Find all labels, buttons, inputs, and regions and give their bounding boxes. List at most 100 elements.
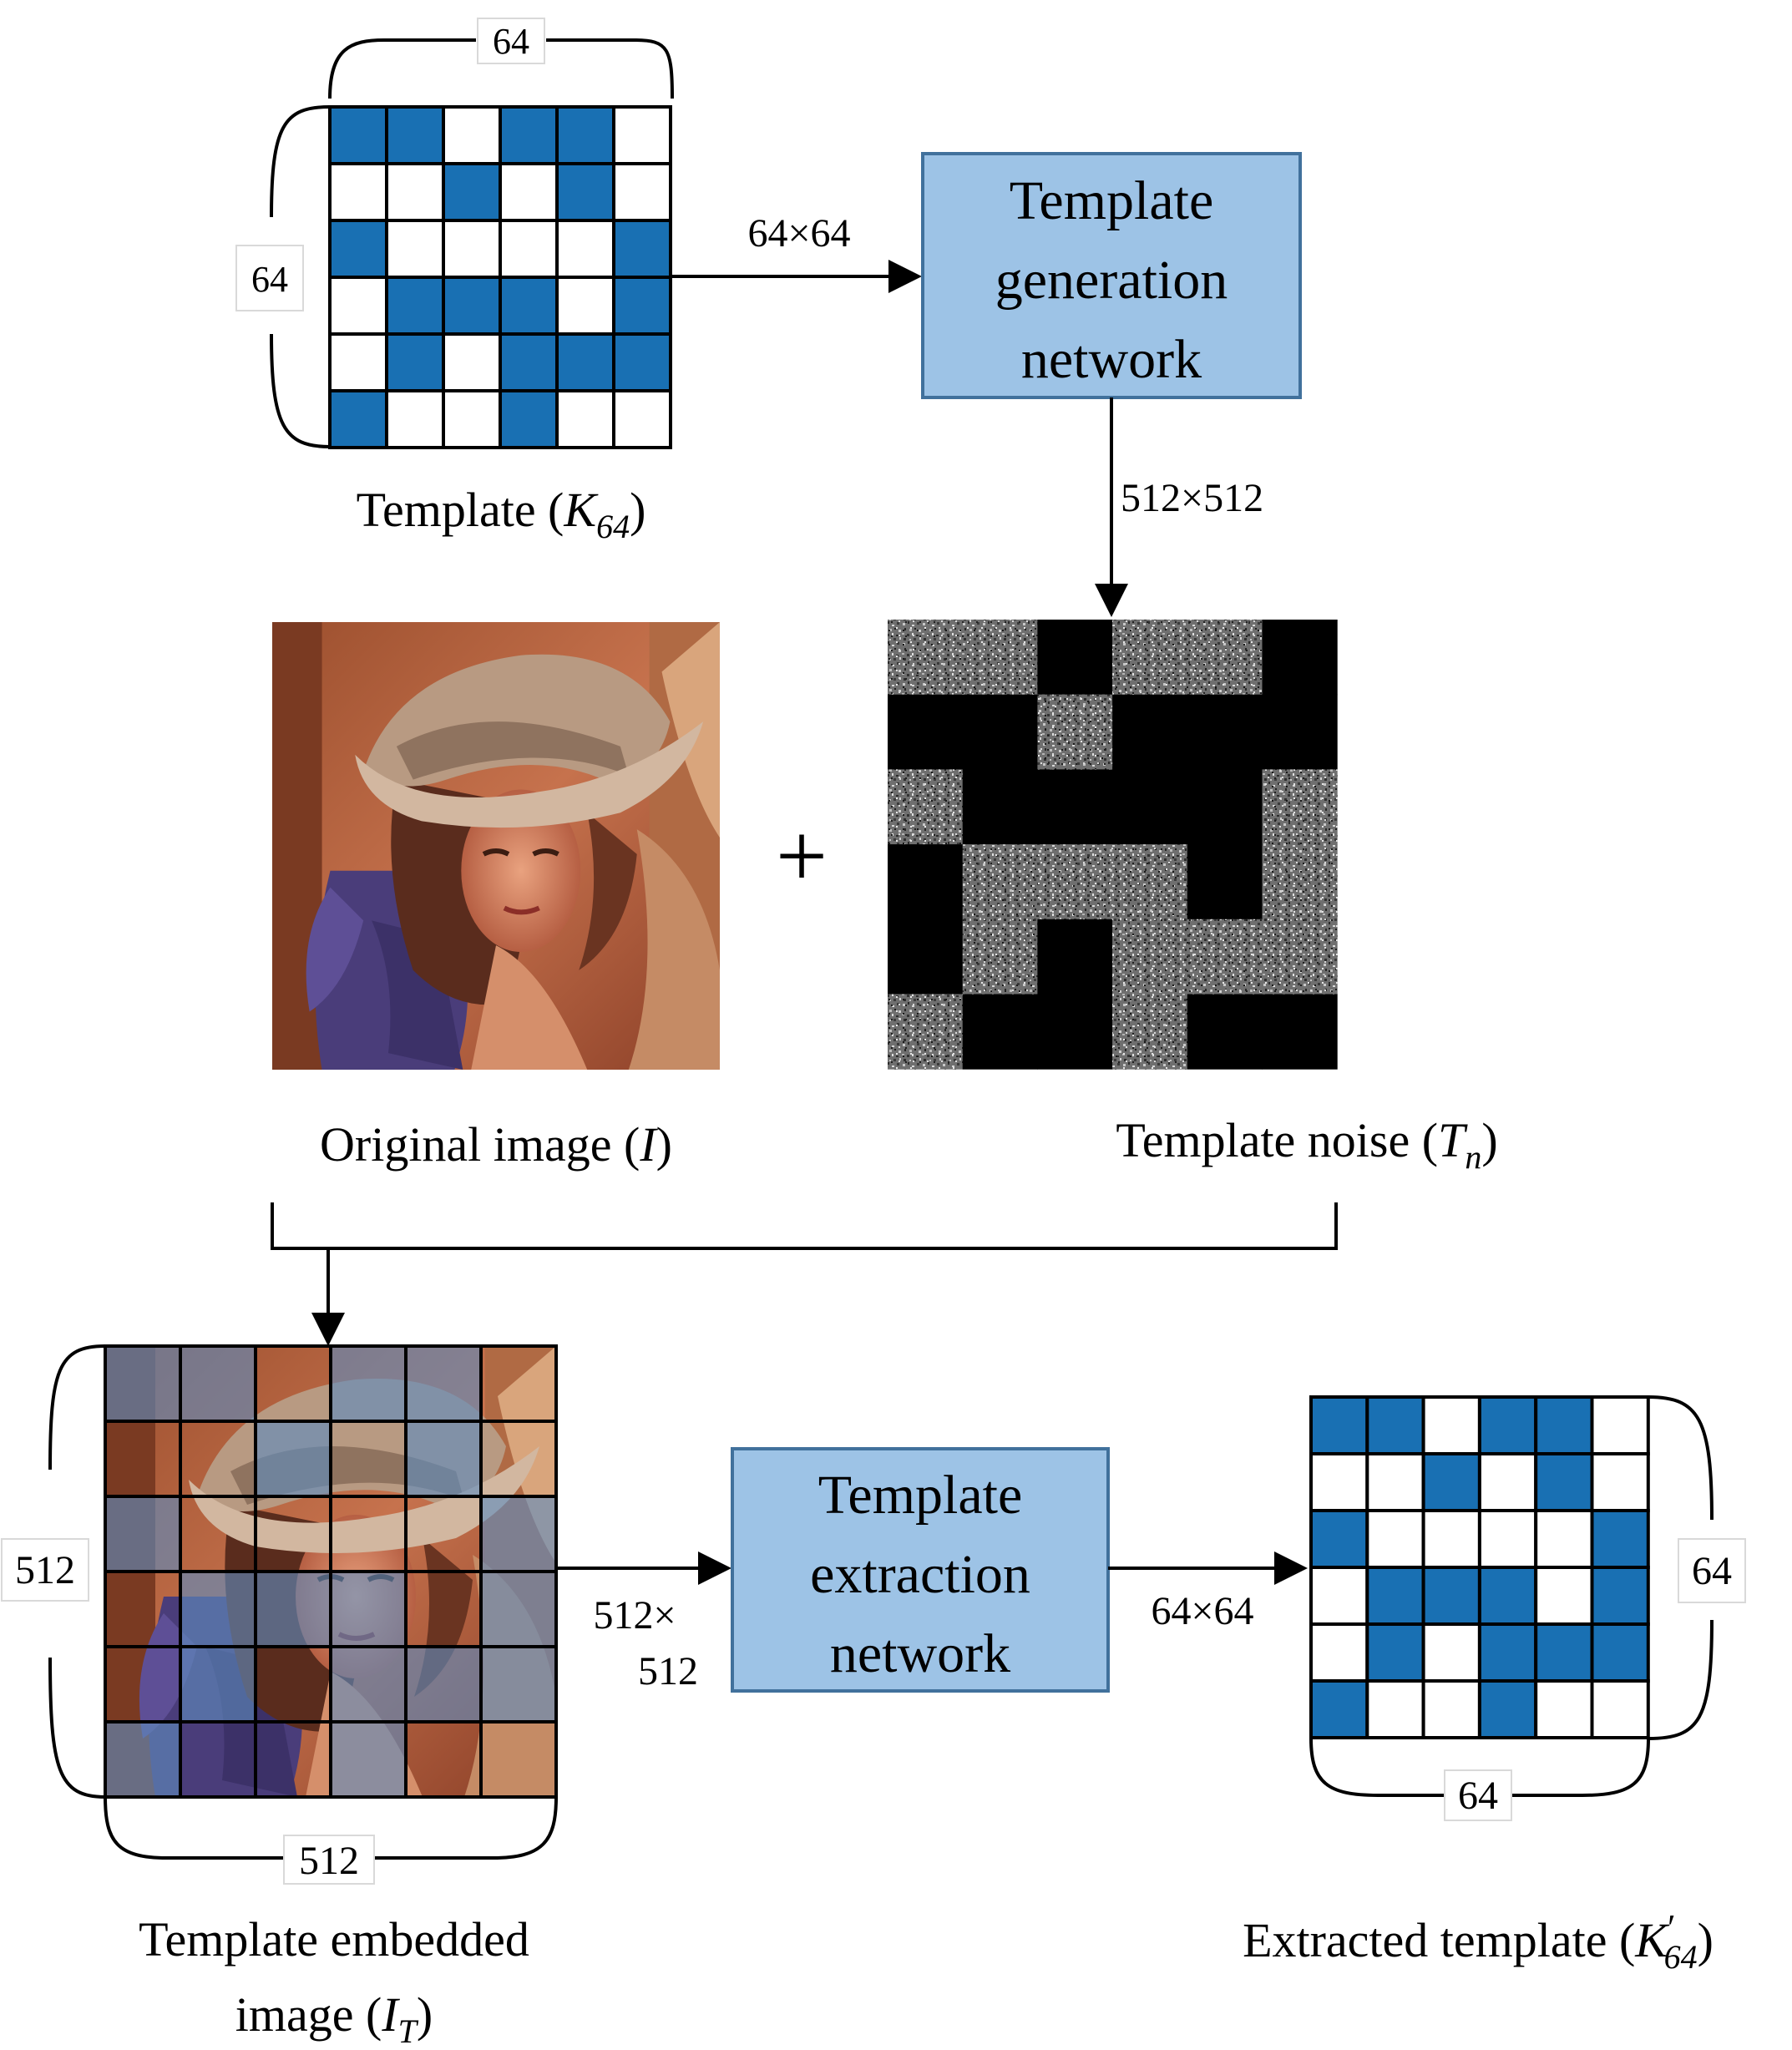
extracted-cell-2-0	[1309, 1509, 1369, 1569]
noise-cell-texture-3-5	[1262, 844, 1338, 920]
noise-cell-texture-0-4	[1187, 620, 1263, 696]
noise-cell-texture-2-5	[1262, 769, 1338, 845]
template-cell-5-3	[499, 389, 559, 449]
noise-cell-1-3	[1112, 694, 1188, 770]
embedded-cell-2-3	[329, 1495, 408, 1573]
template-cell-3-2	[442, 276, 502, 336]
extracted-height-brace	[1648, 1395, 1714, 1740]
template-noise-caption: Template noise (Tn)	[1116, 1113, 1497, 1176]
extracted-cell-2-2	[1421, 1509, 1481, 1569]
extracted-cell-3-3	[1477, 1566, 1538, 1626]
template-cell-3-0	[328, 276, 388, 336]
extracted-cell-5-4	[1534, 1679, 1594, 1739]
extracted-cell-1-5	[1590, 1452, 1650, 1512]
template-cell-2-2	[442, 219, 502, 279]
noise-cell-1-5	[1262, 694, 1338, 770]
input-template: 64 64 Template (K64)	[235, 18, 674, 545]
template-width-label: 64	[493, 21, 529, 62]
extracted-cell-3-5	[1590, 1566, 1650, 1626]
embedded-cell-4-4	[404, 1645, 483, 1724]
noise-cell-0-2	[1037, 620, 1113, 696]
noise-cell-texture-1-2	[1037, 694, 1113, 770]
noise-cell-texture-3-1	[962, 844, 1038, 920]
arrow-label-64x64-output: 64×64	[1151, 1589, 1253, 1633]
embedded-cell-2-5	[479, 1495, 558, 1573]
noise-cell-1-4	[1187, 694, 1263, 770]
template-height-label: 64	[251, 259, 288, 300]
noise-cell-3-4	[1187, 844, 1263, 920]
noise-cell-texture-0-1	[962, 620, 1038, 696]
arrow-label-512x512: 512×512	[1121, 476, 1263, 520]
embedded-cell-0-2	[254, 1344, 332, 1423]
embedded-cell-0-3	[329, 1344, 408, 1423]
noise-cell-0-5	[1262, 620, 1338, 696]
arrow-label-64x64: 64×64	[747, 211, 850, 256]
arrow-label-512x-line2: 512	[638, 1649, 698, 1693]
extracted-template-caption: Extracted template (K′64)	[1243, 1907, 1714, 1976]
embedded-cell-2-4	[404, 1495, 483, 1573]
template-embedded-image: 512 512 Template embedded image (IT)	[1, 1344, 558, 2050]
noise-cell-5-5	[1262, 994, 1338, 1070]
extracted-height-label-box	[1678, 1538, 1746, 1603]
template-cell-1-5	[612, 162, 672, 222]
embedded-cell-5-3	[329, 1720, 408, 1799]
extracted-cell-4-0	[1309, 1622, 1369, 1683]
extracted-cell-0-5	[1590, 1395, 1650, 1455]
original-image: Original image (I)	[272, 622, 720, 1172]
extracted-cell-5-1	[1365, 1679, 1425, 1739]
extracted-cell-3-1	[1365, 1566, 1425, 1626]
extracted-cell-2-5	[1590, 1509, 1650, 1569]
extracted-template: 64 64 Extracted template (K′64)	[1243, 1395, 1746, 1976]
template-cell-1-1	[385, 162, 445, 222]
template-cell-3-5	[612, 276, 672, 336]
embedded-cell-4-5	[479, 1645, 558, 1724]
embedded-caption-line2: image (IT)	[235, 1987, 433, 2050]
generation-network-box	[921, 152, 1302, 399]
height-brace	[270, 105, 331, 448]
extracted-cell-3-4	[1534, 1566, 1594, 1626]
embedded-width-label: 512	[299, 1839, 359, 1883]
extracted-cell-1-2	[1421, 1452, 1481, 1512]
extracted-cell-3-0	[1309, 1566, 1369, 1626]
template-caption: Template (K64)	[357, 483, 646, 545]
width-label-box	[477, 18, 545, 64]
extracted-cell-4-4	[1534, 1622, 1594, 1683]
noise-cell-texture-4-1	[962, 919, 1038, 995]
template-cell-2-0	[328, 219, 388, 279]
noise-cell-2-4	[1187, 769, 1263, 845]
plus-sign: +	[776, 805, 828, 907]
height-label-box	[235, 245, 304, 311]
width-brace-right	[546, 38, 674, 99]
embedded-width-brace	[104, 1796, 558, 1860]
noise-cell-texture-2-0	[888, 769, 964, 845]
embedded-cell-1-5	[479, 1420, 558, 1498]
extracted-height-label: 64	[1692, 1549, 1732, 1593]
embedded-height-label: 512	[15, 1548, 75, 1592]
template-cell-1-0	[328, 162, 388, 222]
embedded-cell-0-1	[179, 1344, 257, 1423]
extracted-cell-5-5	[1590, 1679, 1650, 1739]
embedded-overlay-grid	[104, 1344, 558, 1799]
noise-cell-texture-5-0	[888, 994, 964, 1070]
extracted-cell-3-2	[1421, 1566, 1481, 1626]
embedded-cell-4-1	[179, 1645, 257, 1724]
embedded-caption-line1: Template embedded	[139, 1912, 529, 1966]
template-cell-4-5	[612, 332, 672, 392]
noise-cell-texture-4-5	[1262, 919, 1338, 995]
template-cell-0-5	[612, 105, 672, 165]
extracted-cell-0-3	[1477, 1395, 1538, 1455]
extracted-cell-1-0	[1309, 1452, 1369, 1512]
extracted-template-grid	[1309, 1395, 1650, 1739]
extracted-width-brace	[1309, 1738, 1650, 1797]
template-cell-0-4	[555, 105, 615, 165]
generation-network-line1: Template	[1010, 170, 1214, 231]
extracted-cell-2-4	[1534, 1509, 1594, 1569]
noise-cell-1-0	[888, 694, 964, 770]
template-cell-2-4	[555, 219, 615, 279]
template-cell-4-2	[442, 332, 502, 392]
arrow-label-512x-line1: 512×	[593, 1593, 676, 1637]
embedded-cell-4-3	[329, 1645, 408, 1724]
extracted-cell-5-2	[1421, 1679, 1481, 1739]
extracted-cell-4-5	[1590, 1622, 1650, 1683]
